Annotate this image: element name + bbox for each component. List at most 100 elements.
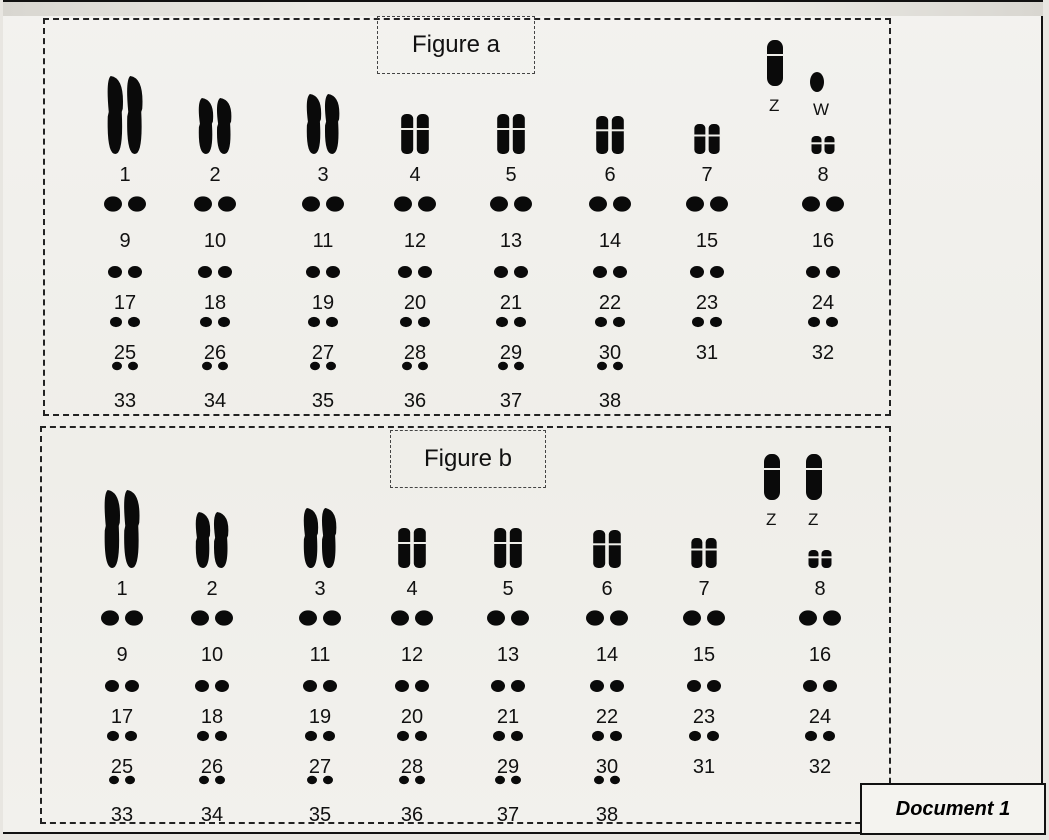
chromosome-pair-32 [805, 730, 835, 742]
chromosome-number-3: 3 [314, 578, 326, 600]
chromosome-29a [496, 316, 508, 328]
chromosome-pair-22 [590, 680, 624, 692]
figure-b-title: Figure b [390, 430, 546, 488]
chromosome-11b [326, 196, 344, 212]
chromosome-pair-22 [593, 266, 627, 278]
chromosome-pair-4 [397, 528, 427, 568]
chromosome-36a [399, 775, 409, 785]
chromosome-number-8: 8 [817, 164, 829, 186]
chromosome-4a [398, 528, 411, 568]
chromosome-number-12: 12 [400, 644, 424, 666]
chromosome-pair-24 [806, 266, 840, 278]
chromosome-12b [418, 196, 436, 212]
chromosome-number-34: 34 [203, 390, 227, 412]
chromosome-24b [823, 680, 837, 692]
chromosome-pair-26 [197, 730, 227, 742]
chromosome-20b [418, 266, 432, 278]
chromosome-13a [487, 610, 505, 626]
chromosome-number-14: 14 [595, 644, 619, 666]
chromosome-pair-37 [495, 775, 521, 785]
chromosome-pair-28 [400, 316, 430, 328]
chromosome-20b [415, 680, 429, 692]
chromosome-number-5: 5 [502, 578, 514, 600]
chromosome-2b [216, 98, 232, 154]
chromosome-number-22: 22 [595, 706, 619, 728]
chromosome-pair-35 [307, 775, 333, 785]
chromosome-number-32: 32 [811, 342, 835, 364]
chromosome-35b [326, 361, 336, 371]
chromosome-number-35: 35 [308, 804, 332, 826]
chromosome-27a [305, 730, 317, 742]
chromosome-pair-31 [689, 730, 719, 742]
chromosome-number-1: 1 [116, 578, 128, 600]
sex-chromosomes [766, 40, 824, 92]
chromosome-26b [218, 316, 230, 328]
chromosome-number-6: 6 [601, 578, 613, 600]
chromosome-14b [610, 610, 628, 626]
document-label: Document 1 [860, 783, 1046, 835]
chromosome-24b [826, 266, 840, 278]
chromosome-29a [493, 730, 505, 742]
chromosome-14a [589, 196, 607, 212]
chromosome-pair-36 [402, 361, 428, 371]
chromosome-33b [128, 361, 138, 371]
chromosome-17a [105, 680, 119, 692]
chromosome-number-30: 30 [598, 342, 622, 364]
chromosome-15a [686, 196, 704, 212]
chromosome-29b [514, 316, 526, 328]
chromosome-37a [495, 775, 505, 785]
chromosome-12a [394, 196, 412, 212]
chromosome-8b [824, 136, 835, 154]
chromosome-33a [112, 361, 122, 371]
chromosome-pair-24 [803, 680, 837, 692]
chromosome-pair-28 [397, 730, 427, 742]
chromosome-3a [306, 94, 322, 154]
chromosome-20a [395, 680, 409, 692]
chromosome-number-21: 21 [499, 292, 523, 314]
chromosome-25b [128, 316, 140, 328]
chromosome-9a [104, 196, 122, 212]
chromosome-pair-1 [107, 76, 143, 154]
chromosome-number-8: 8 [814, 578, 826, 600]
chromosome-number-29: 29 [499, 342, 523, 364]
chromosome-35a [307, 775, 317, 785]
chromosome-pair-34 [199, 775, 225, 785]
chromosome-pair-33 [109, 775, 135, 785]
chromosome-24a [806, 266, 820, 278]
chromosome-number-12: 12 [403, 230, 427, 252]
chromosome-3b [324, 94, 340, 154]
chromosome-number-21: 21 [496, 706, 520, 728]
chromosome-22a [590, 680, 604, 692]
sex-chromosome-z [764, 454, 780, 500]
chromosome-pair-25 [107, 730, 137, 742]
chromosome-pair-2 [195, 512, 229, 568]
chromosome-pair-33 [112, 361, 138, 371]
chromosome-6b [611, 116, 624, 154]
chromosome-pair-7 [690, 538, 718, 568]
chromosome-7b [708, 124, 720, 154]
chromosome-pair-34 [202, 361, 228, 371]
chromosome-30a [592, 730, 604, 742]
chromosome-21a [491, 680, 505, 692]
chromosome-pair-21 [491, 680, 525, 692]
figure-b-karyotype [101, 454, 841, 785]
chromosome-number-20: 20 [400, 706, 424, 728]
chromosome-32a [805, 730, 817, 742]
chromosome-pair-13 [487, 610, 529, 626]
chromosome-38a [597, 361, 607, 371]
chromosome-number-16: 16 [811, 230, 835, 252]
chromosome-19a [303, 680, 317, 692]
chromosome-21a [494, 266, 508, 278]
chromosome-pair-20 [395, 680, 429, 692]
chromosome-28a [400, 316, 412, 328]
chromosome-pair-8 [810, 136, 836, 154]
chromosome-11a [302, 196, 320, 212]
chromosome-number-28: 28 [403, 342, 427, 364]
chromosome-pair-15 [686, 196, 728, 212]
chromosome-9b [128, 196, 146, 212]
chromosome-number-5: 5 [505, 164, 517, 186]
chromosome-number-24: 24 [811, 292, 835, 314]
chromosome-17b [125, 680, 139, 692]
chromosome-pair-10 [194, 196, 236, 212]
chromosome-31a [689, 730, 701, 742]
